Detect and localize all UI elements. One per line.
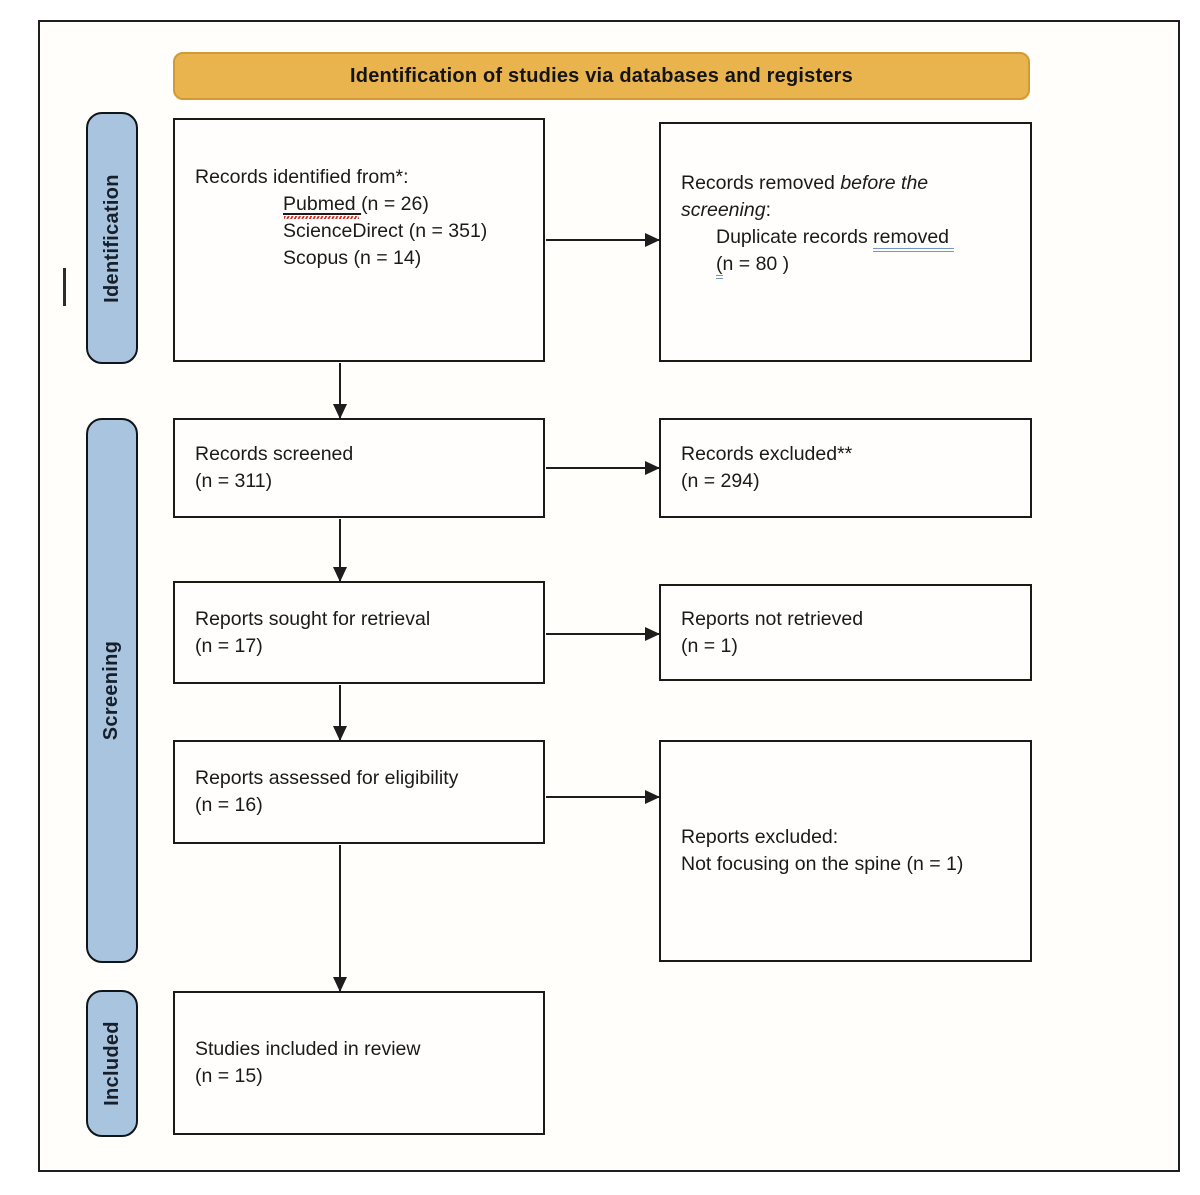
- box-records-removed: Records removed before the screening: Du…: [659, 122, 1032, 362]
- arrow-screened-to-excluded: [546, 461, 660, 475]
- banner-identification-of-studies: Identification of studies via databases …: [173, 52, 1030, 100]
- reports-not-retrieved-line1: Reports not retrieved: [681, 607, 864, 630]
- records-screened-count: (n = 311): [195, 470, 273, 492]
- banner-title: Identification of studies via databases …: [350, 64, 853, 87]
- records-identified-sciencedirect: ScienceDirect (n = 351): [283, 220, 488, 242]
- arrow-identified-to-removed: [546, 233, 660, 247]
- reports-assessed-line1: Reports assessed for eligibility: [195, 767, 459, 789]
- stray-cursor-mark: [63, 268, 66, 306]
- box-records-excluded: Records excluded** (n = 294): [659, 418, 1032, 518]
- pubmed-misspelled-word: Pubmed: [283, 193, 362, 215]
- box-records-identified: Records identified from*: Pubmed (n = 26…: [173, 118, 545, 362]
- arrow-assessed-to-included: [333, 845, 347, 992]
- records-screened-line1: Records screened: [195, 443, 354, 465]
- reports-not-retrieved-count: (n = 1): [681, 634, 738, 657]
- box-reports-excluded: Reports excluded: Not focusing on the sp…: [659, 740, 1032, 962]
- records-removed-count: (n = 80 ): [716, 251, 1014, 279]
- arrow-identified-to-screened: [333, 363, 347, 419]
- records-identified-heading: Records identified from*:: [195, 166, 409, 188]
- stage-label-included-text: Included: [100, 1021, 123, 1106]
- stage-label-screening-text: Screening: [100, 640, 123, 741]
- records-removed-line2: screening:: [681, 199, 771, 221]
- stage-label-identification-text: Identification: [100, 173, 123, 303]
- records-identified-pubmed: Pubmed (n = 26): [283, 193, 429, 215]
- reports-excluded-reason: Not focusing on the spine (n = 1): [681, 853, 964, 875]
- box-records-screened: Records screened (n = 311): [173, 418, 545, 518]
- grammar-underlined-word: removed: [873, 226, 955, 252]
- reports-sought-count: (n = 17): [195, 634, 263, 657]
- reports-sought-line1: Reports sought for retrieval: [195, 607, 431, 630]
- records-excluded-line1: Records excluded**: [681, 443, 853, 465]
- arrow-sought-to-not-retrieved: [546, 627, 660, 641]
- box-reports-not-retrieved: Reports not retrieved (n = 1): [659, 584, 1032, 681]
- grammar-underlined-paren: (: [716, 253, 723, 279]
- studies-included-count: (n = 15): [195, 1065, 263, 1087]
- reports-assessed-count: (n = 16): [195, 794, 263, 816]
- reports-excluded-line1: Reports excluded:: [681, 826, 839, 848]
- records-identified-scopus: Scopus (n = 14): [283, 247, 422, 269]
- records-removed-line1: Records removed before the: [681, 172, 929, 194]
- records-removed-duplicates: Duplicate records removed: [716, 224, 1014, 252]
- box-studies-included: Studies included in review (n = 15): [173, 991, 545, 1135]
- box-reports-assessed: Reports assessed for eligibility (n = 16…: [173, 740, 545, 844]
- box-reports-sought: Reports sought for retrieval (n = 17): [173, 581, 545, 684]
- records-excluded-count: (n = 294): [681, 470, 760, 492]
- stage-label-identification: Identification: [86, 112, 138, 364]
- arrow-screened-to-sought: [333, 519, 347, 582]
- arrow-assessed-to-reports-excluded: [546, 790, 660, 804]
- arrow-sought-to-assessed: [333, 685, 347, 741]
- studies-included-line1: Studies included in review: [195, 1038, 421, 1060]
- stage-label-screening: Screening: [86, 418, 138, 963]
- stage-label-included: Included: [86, 990, 138, 1137]
